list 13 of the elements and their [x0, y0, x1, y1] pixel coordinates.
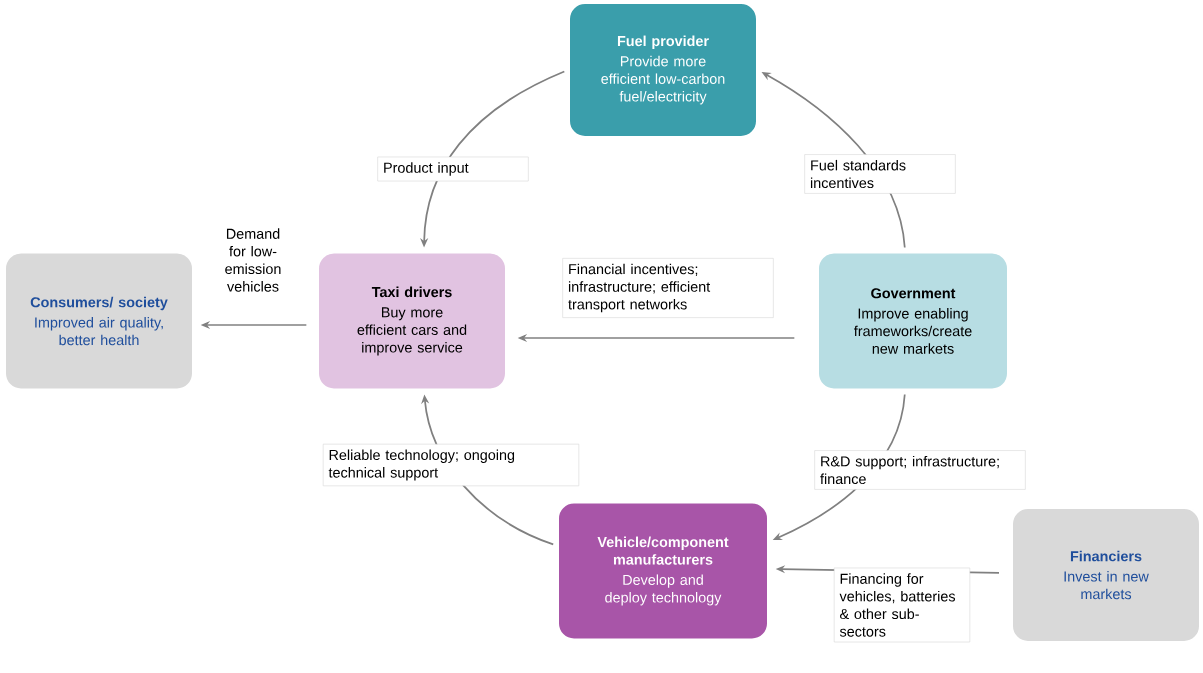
process-box: Financiers Invest in new markets — [1011, 507, 1201, 643]
process-box: Government Improve enabling frameworks/create new markets — [817, 251, 1009, 391]
edge-label: R&D support; infrastructure; finance — [814, 450, 1026, 490]
edge-label: Fuel standards incentives — [804, 154, 956, 194]
process-box: Vehicle/component manufacturers Develop and deploy technology — [557, 501, 769, 641]
edge-label: Demand for low-emission vehicles — [225, 228, 281, 292]
process-box: Fuel provider Provide more efficient low-carbon fuel/electricity — [568, 2, 758, 138]
edge-label: Product input — [377, 156, 529, 182]
process-box: Consumers/ society Improved air quality, better health — [4, 251, 194, 391]
edge-label: Financing for vehicles, batteries & other sub-sectors — [833, 567, 971, 643]
edge-label: Financial incentives; infrastructure; efficient transport networks — [562, 258, 774, 318]
edge-label: Reliable technology; ongoing technical support — [322, 443, 580, 487]
process-box: Taxi drivers Buy more efficient cars and improve service — [317, 251, 507, 391]
